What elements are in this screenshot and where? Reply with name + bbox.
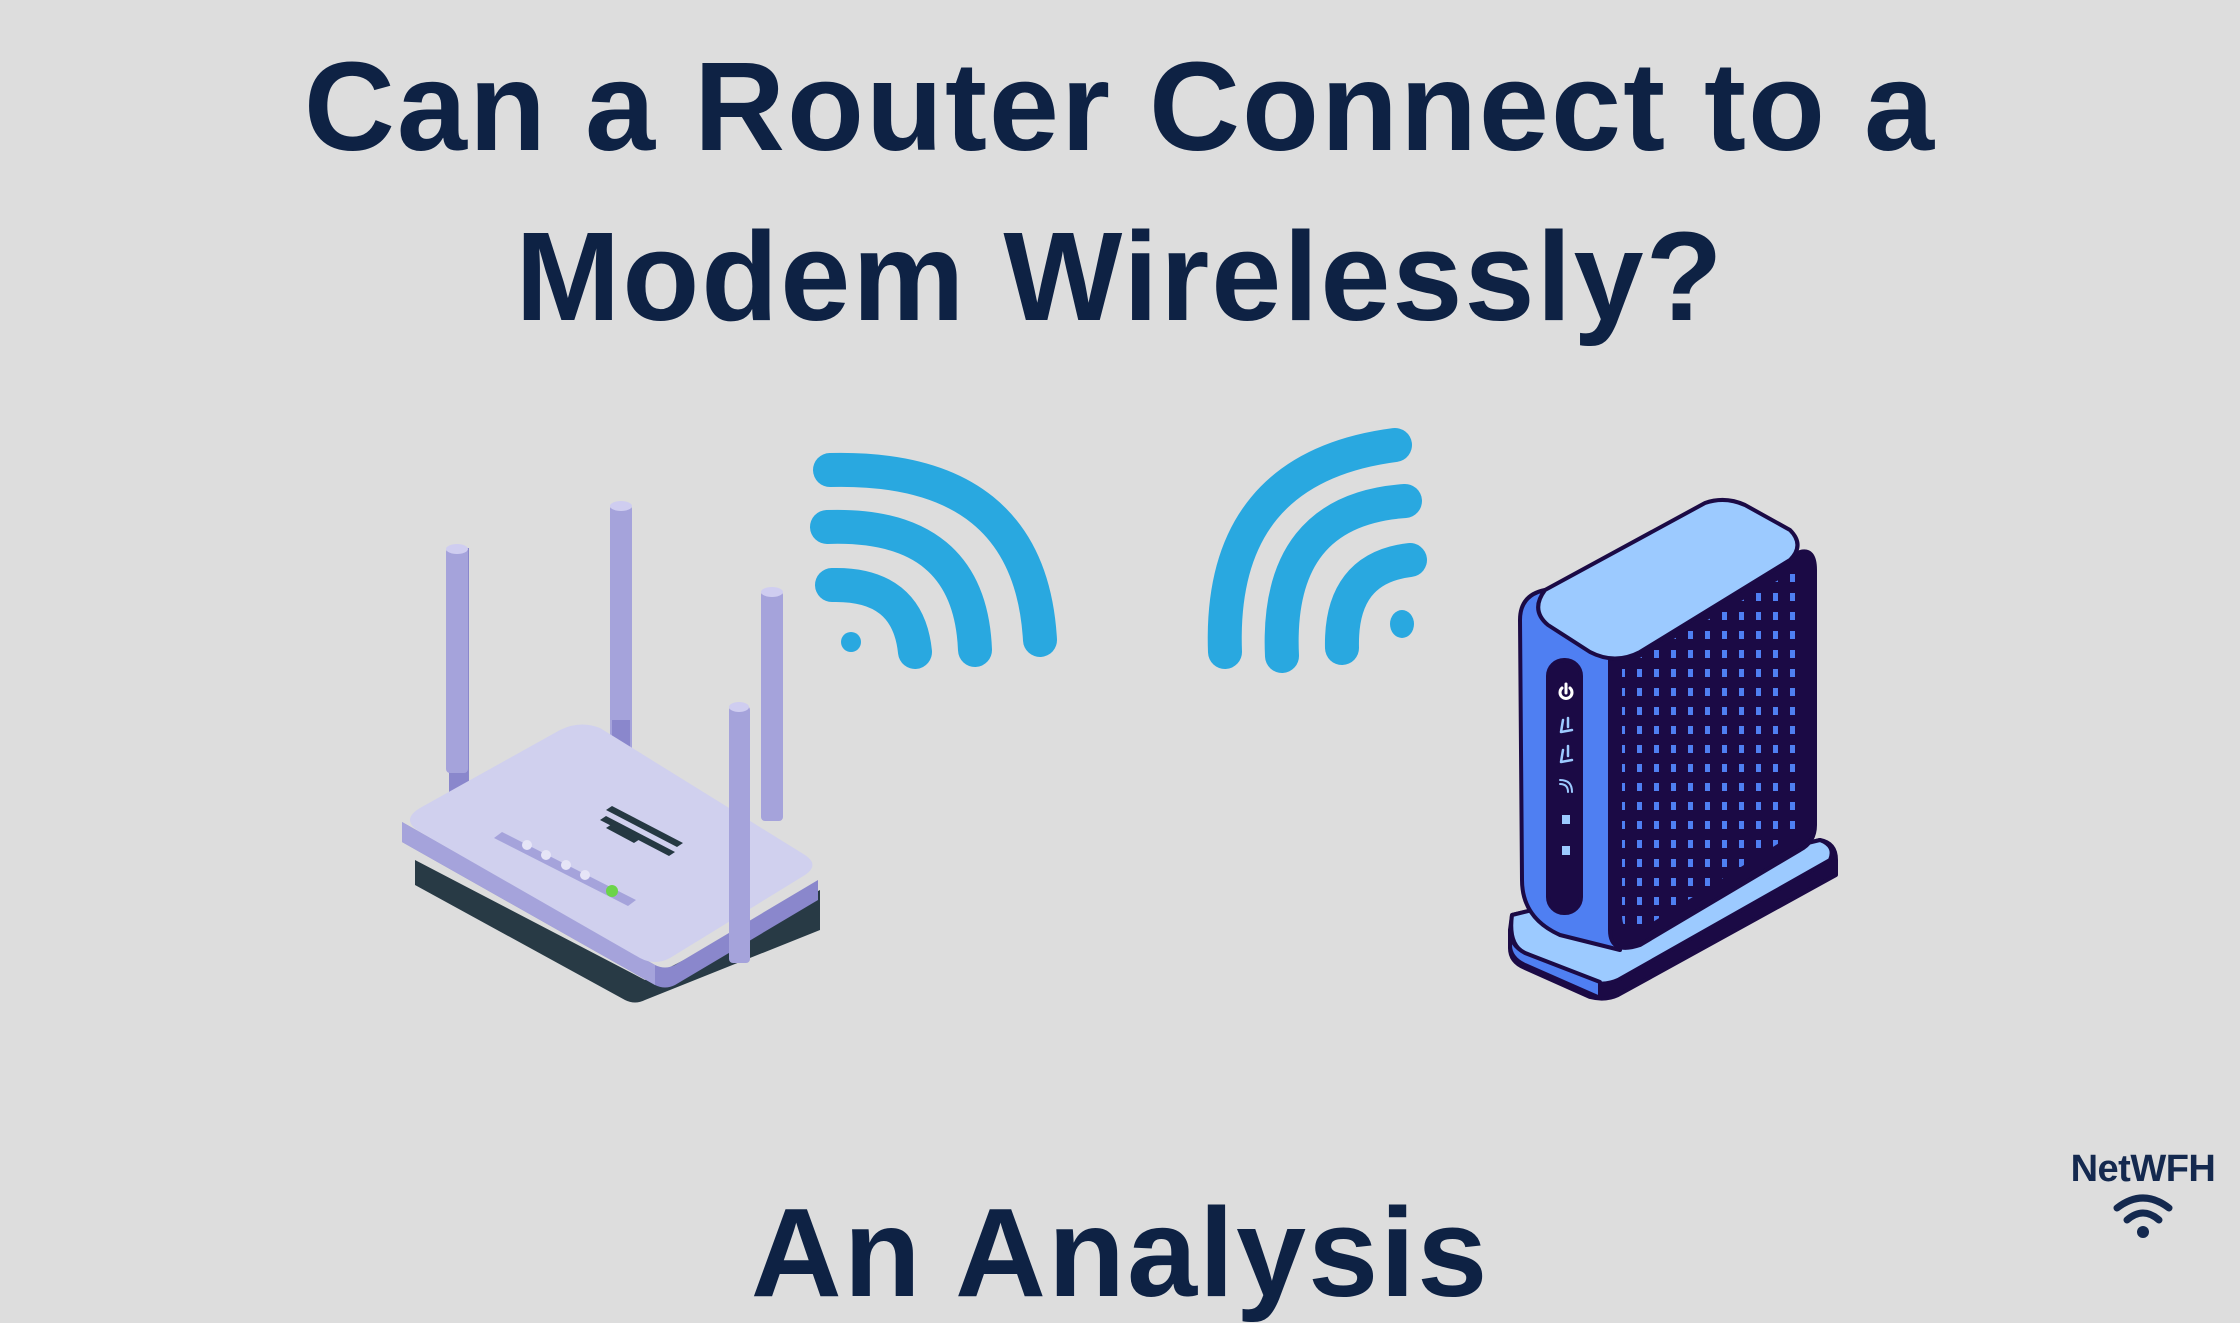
square-icon	[1562, 846, 1570, 855]
upload-icon	[1559, 716, 1574, 734]
wifi-icon	[1559, 779, 1573, 793]
router-icon	[402, 501, 820, 1003]
wifi-signal-icon-right	[1207, 428, 1427, 673]
page-subtitle: An Analysis	[750, 1181, 1490, 1323]
modem-status-icons	[1558, 682, 1574, 855]
download-icon	[1559, 744, 1574, 764]
wifi-signal-icon-left	[810, 452, 1057, 669]
logo-text: NetWFH	[2070, 1148, 2216, 1190]
wifi-icon	[2113, 1194, 2173, 1238]
page-title-line-1: Can a Router Connect to a	[303, 36, 1937, 177]
power-icon	[1558, 686, 1574, 700]
page-title-line-2: Modem Wirelessly?	[515, 206, 1725, 347]
square-icon	[1562, 815, 1570, 824]
netwfh-logo[interactable]: NetWFH	[2058, 1150, 2228, 1240]
modem-grille	[1622, 568, 1800, 931]
